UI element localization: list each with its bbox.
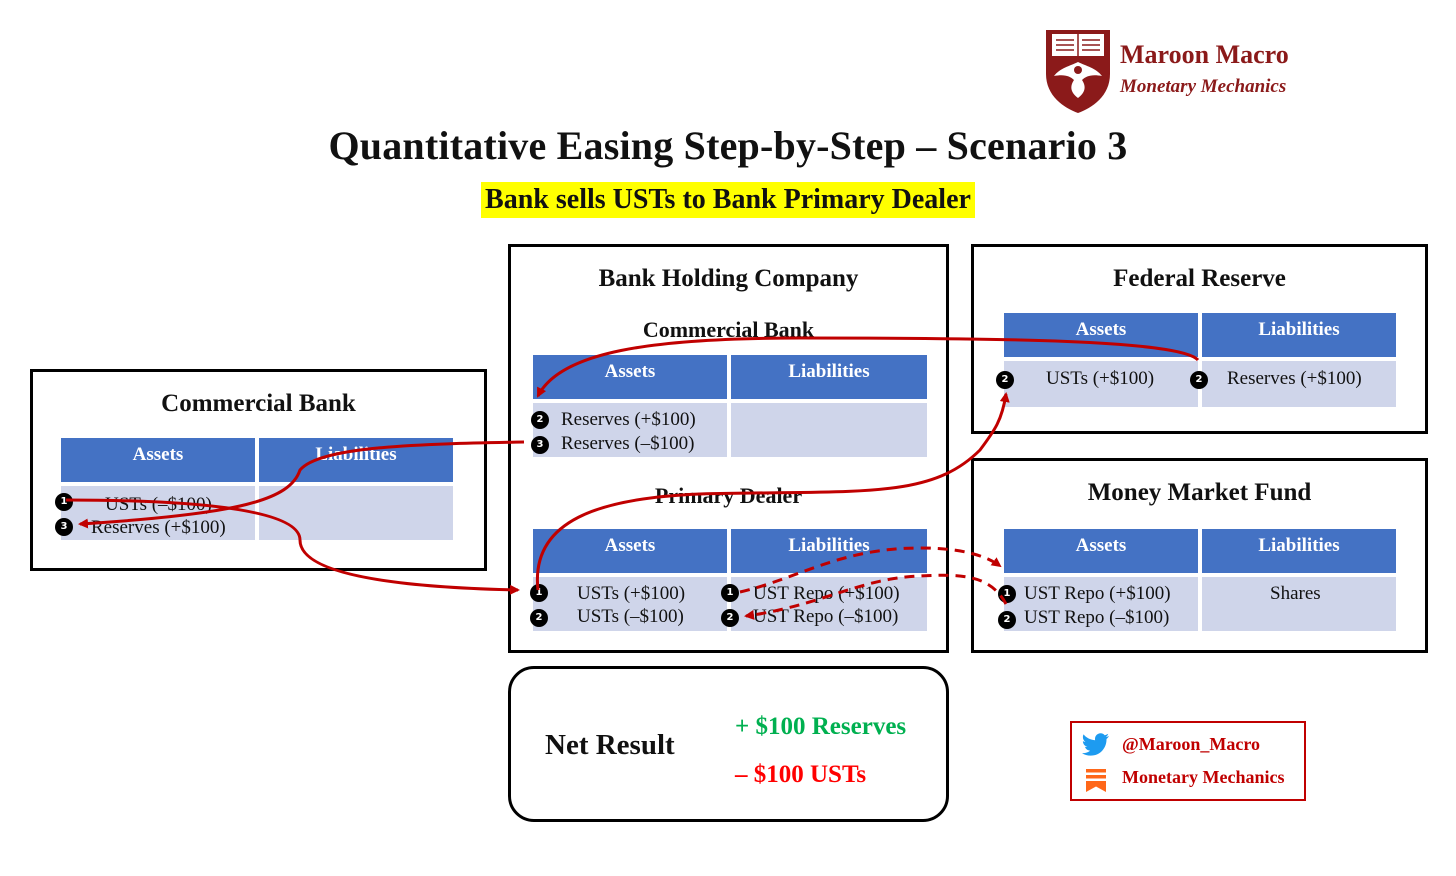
mmf-title: Money Market Fund — [1087, 479, 1312, 506]
step-badge: 2 — [1190, 371, 1208, 389]
asset-row: USTs (–$100) — [105, 494, 212, 515]
liabilities-cell — [1202, 361, 1396, 407]
liabilities-header: Liabilities — [1202, 313, 1396, 357]
subtitle-wrap: Bank sells USTs to Bank Primary Dealer — [0, 182, 1456, 218]
asset-row: UST Repo (+$100) — [1024, 583, 1171, 604]
liabilities-header: Liabilities — [731, 529, 927, 573]
bhc-commercial-bank-title: Commercial Bank — [642, 317, 815, 342]
asset-row: USTs (–$100) — [577, 606, 684, 627]
asset-row: Reserves (+$100) — [91, 517, 226, 538]
liability-row: Reserves (+$100) — [1227, 368, 1362, 389]
federal-reserve-panel: Federal Reserve Assets Liabilities 2 UST… — [971, 244, 1428, 434]
liabilities-header: Liabilities — [731, 355, 927, 399]
liabilities-header: Liabilities — [1202, 529, 1396, 573]
commercial-bank-title: Commercial Bank — [161, 390, 356, 417]
step-badge: 1 — [721, 584, 739, 602]
liabilities-cell — [731, 403, 927, 457]
net-result-negative: – $100 USTs — [735, 761, 867, 788]
asset-row: Reserves (+$100) — [561, 409, 696, 430]
money-market-fund-panel: Money Market Fund Assets Liabilities 1 U… — [971, 458, 1428, 653]
social-box: @Maroon_Macro Monetary Mechanics — [1070, 721, 1306, 801]
fed-title: Federal Reserve — [1113, 265, 1286, 292]
step-badge: 1 — [998, 585, 1016, 603]
step-badge: 2 — [996, 371, 1014, 389]
assets-header: Assets — [61, 438, 255, 482]
step-badge: 1 — [530, 584, 548, 602]
asset-row: USTs (+$100) — [577, 583, 686, 604]
assets-header: Assets — [533, 529, 727, 573]
net-result-label: Net Result — [545, 729, 675, 761]
net-result-panel: Net Result + $100 Reserves – $100 USTs — [508, 666, 949, 822]
net-result-positive: + $100 Reserves — [735, 713, 907, 740]
assets-header: Assets — [533, 355, 727, 399]
brand-name: Maroon Macro — [1120, 40, 1289, 69]
substack-name[interactable]: Monetary Mechanics — [1122, 767, 1285, 787]
page-title: Quantitative Easing Step-by-Step – Scena… — [328, 123, 1128, 168]
liability-row: UST Repo (+$100) — [753, 583, 900, 604]
assets-header: Assets — [1004, 529, 1198, 573]
twitter-handle[interactable]: @Maroon_Macro — [1122, 734, 1261, 754]
step-badge: 2 — [530, 609, 548, 627]
step-badge: 3 — [55, 518, 73, 536]
step-badge: 2 — [721, 609, 739, 627]
asset-row: USTs (+$100) — [1046, 368, 1155, 389]
crest-icon — [1046, 30, 1110, 113]
liabilities-cell — [1202, 577, 1396, 631]
bhc-title: Bank Holding Company — [598, 265, 859, 292]
commercial-bank-panel: Commercial Bank Assets Liabilities 1 UST… — [30, 369, 487, 571]
liabilities-header: Liabilities — [259, 438, 453, 482]
substack-icon[interactable] — [1082, 767, 1110, 793]
step-badge: 2 — [531, 411, 549, 429]
brand-logo: Maroon Macro Monetary Mechanics — [1044, 28, 1334, 118]
twitter-icon[interactable] — [1082, 732, 1110, 758]
liabilities-cell — [259, 486, 453, 540]
liability-row: UST Repo (–$100) — [753, 606, 899, 627]
asset-row: UST Repo (–$100) — [1024, 607, 1170, 628]
liability-row: Shares — [1270, 583, 1321, 604]
step-badge: 1 — [55, 493, 73, 511]
primary-dealer-title: Primary Dealer — [654, 483, 803, 508]
step-badge: 3 — [531, 436, 549, 454]
assets-header: Assets — [1004, 313, 1198, 357]
assets-cell — [1004, 577, 1198, 631]
asset-row: Reserves (–$100) — [561, 433, 695, 454]
page-subtitle: Bank sells USTs to Bank Primary Dealer — [481, 182, 975, 218]
bank-holding-company-panel: Bank Holding Company Commercial Bank Ass… — [508, 244, 949, 653]
step-badge: 2 — [998, 611, 1016, 629]
brand-tagline: Monetary Mechanics — [1120, 76, 1287, 97]
